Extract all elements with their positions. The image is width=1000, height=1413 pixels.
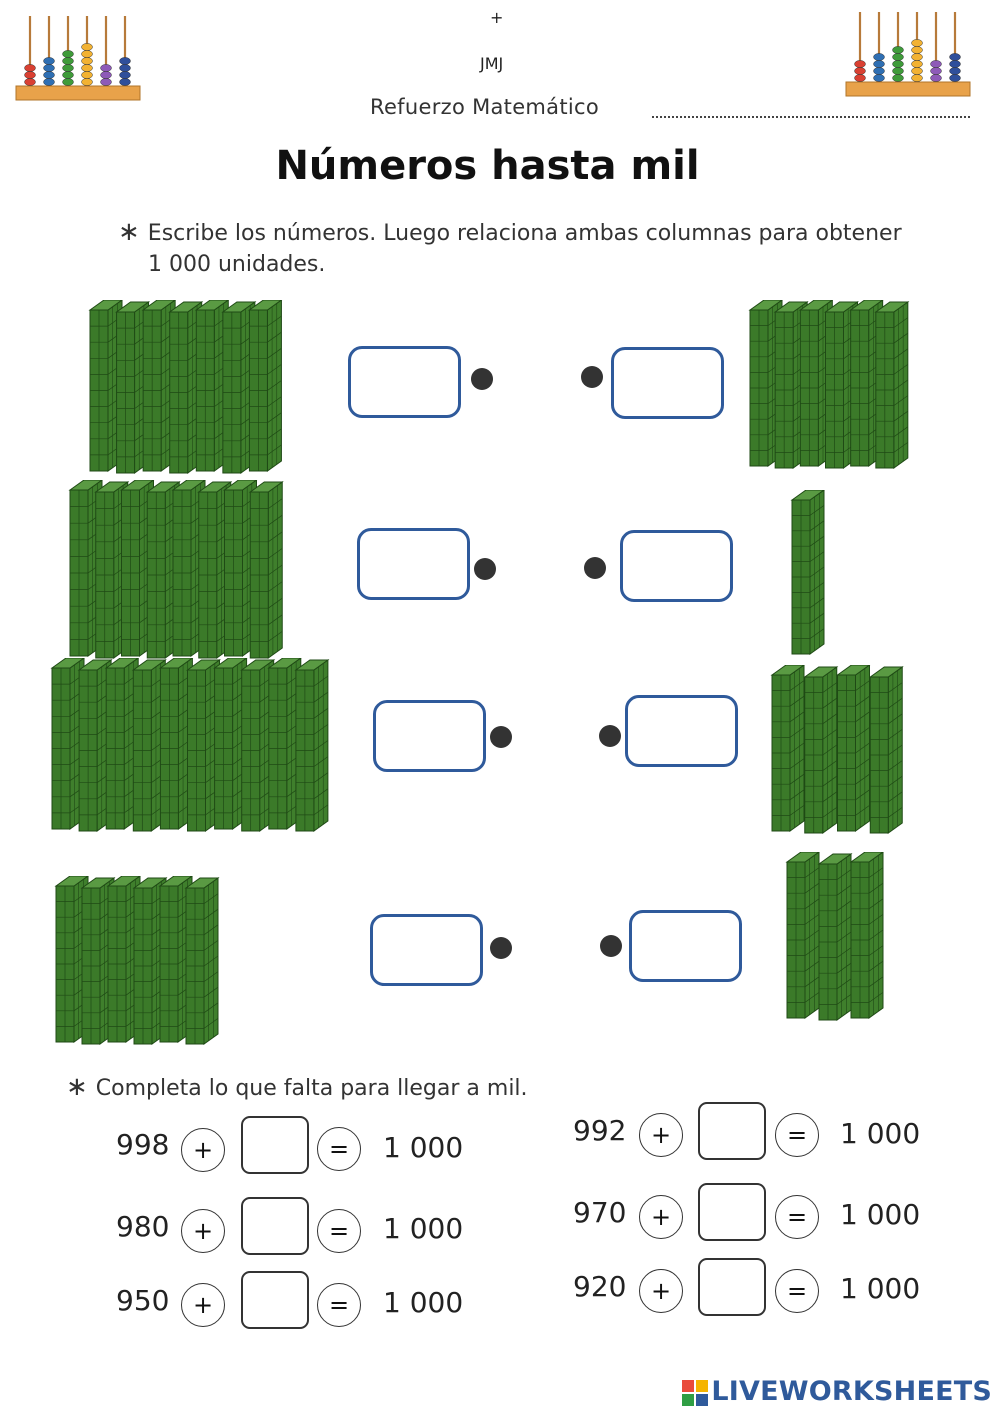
hundred-flat <box>868 666 904 834</box>
asterisk-icon: ∗ <box>118 217 140 247</box>
instruction-1-line1: Escribe los números. Luego relaciona amb… <box>147 221 902 246</box>
header-initials: JMJ <box>480 54 504 73</box>
plus-sign: + <box>181 1209 225 1253</box>
equation-number: 950 <box>116 1284 170 1317</box>
hundred-flat <box>294 659 330 832</box>
equals-sign: = <box>317 1127 361 1171</box>
hundreds-blocks-right-4 <box>785 852 884 1021</box>
equals-sign: = <box>317 1209 361 1253</box>
missing-number-box[interactable] <box>241 1116 309 1174</box>
header-cross: + <box>490 8 504 27</box>
match-dot-right-2[interactable] <box>584 557 606 579</box>
plus-sign: + <box>181 1128 225 1172</box>
answer-box-right-2[interactable] <box>620 530 733 602</box>
name-write-line[interactable] <box>652 114 970 118</box>
equation-number: 998 <box>116 1128 170 1161</box>
answer-box-right-1[interactable] <box>611 347 724 419</box>
answer-box-left-4[interactable] <box>370 914 483 986</box>
plus-sign: + <box>639 1195 683 1239</box>
hundred-flat <box>158 876 193 1043</box>
match-dot-left-1[interactable] <box>471 368 493 390</box>
match-dot-left-3[interactable] <box>490 726 512 748</box>
hundred-flat <box>874 301 910 469</box>
instruction-2-text: Completa lo que falta para llegar a mil. <box>95 1076 528 1101</box>
equation-number: 992 <box>573 1114 627 1147</box>
hundred-flat <box>849 852 884 1019</box>
equals-sign: = <box>775 1195 819 1239</box>
plus-sign: + <box>639 1269 683 1313</box>
equation-result: 1 000 <box>383 1131 464 1164</box>
missing-number-box[interactable] <box>698 1258 766 1316</box>
footer-brand-text: LIVEWORKSHEETS <box>711 1376 992 1407</box>
header-subtitle: Refuerzo Matemático <box>370 95 599 119</box>
asterisk-icon: ∗ <box>66 1072 88 1102</box>
match-dot-left-2[interactable] <box>474 558 496 580</box>
plus-sign: + <box>639 1113 683 1157</box>
missing-number-box[interactable] <box>241 1271 309 1329</box>
answer-box-right-3[interactable] <box>625 695 738 767</box>
instruction-1: ∗ Escribe los números. Luego relaciona am… <box>118 217 948 280</box>
equation-number: 970 <box>573 1196 627 1229</box>
equals-sign: = <box>317 1283 361 1327</box>
equation-result: 1 000 <box>383 1212 464 1245</box>
match-dot-right-4[interactable] <box>600 935 622 957</box>
match-dot-left-4[interactable] <box>490 937 512 959</box>
equation-result: 1 000 <box>383 1286 464 1319</box>
equation-result: 1 000 <box>840 1117 921 1150</box>
hundreds-blocks-left-4 <box>54 876 220 1045</box>
hundred-flat <box>835 665 871 832</box>
equals-sign: = <box>775 1113 819 1157</box>
equals-sign: = <box>775 1269 819 1313</box>
abacus-left-icon <box>15 16 141 101</box>
answer-box-right-4[interactable] <box>629 910 742 982</box>
match-dot-right-3[interactable] <box>599 725 621 747</box>
answer-box-left-2[interactable] <box>357 528 470 600</box>
equation-number: 920 <box>573 1270 627 1303</box>
equation-result: 1 000 <box>840 1198 921 1231</box>
hundreds-blocks-right-2 <box>790 490 825 655</box>
liveworksheets-logo-icon <box>682 1379 709 1406</box>
equation-number: 980 <box>116 1210 170 1243</box>
abacus-right-icon <box>845 12 971 97</box>
missing-number-box[interactable] <box>241 1197 309 1255</box>
instruction-1-line2: 1 000 unidades. <box>148 252 326 277</box>
hundreds-blocks-left-3 <box>50 658 330 832</box>
instruction-2: ∗ Completa lo que falta para llegar a mil… <box>66 1072 528 1104</box>
hundreds-blocks-left-1 <box>88 300 283 474</box>
hundred-flat <box>817 853 853 1021</box>
hundred-flat <box>248 481 284 659</box>
plus-sign: + <box>181 1283 225 1327</box>
hundreds-blocks-right-3 <box>770 665 904 834</box>
hundred-flat <box>247 300 283 472</box>
missing-number-box[interactable] <box>698 1102 766 1160</box>
match-dot-right-1[interactable] <box>581 366 603 388</box>
hundred-flat <box>785 852 820 1019</box>
hundred-flat <box>770 665 805 832</box>
missing-number-box[interactable] <box>698 1183 766 1241</box>
footer-brand: LIVEWORKSHEETS <box>682 1376 992 1407</box>
hundreds-blocks-right-1 <box>748 300 910 469</box>
hundreds-blocks-left-2 <box>68 480 284 659</box>
equation-result: 1 000 <box>840 1272 921 1305</box>
answer-box-left-1[interactable] <box>348 346 461 418</box>
answer-box-left-3[interactable] <box>373 700 486 772</box>
hundred-flat <box>184 877 220 1045</box>
hundred-flat <box>803 666 839 834</box>
page-title: Números hasta mil <box>275 143 700 189</box>
hundred-flat <box>790 490 825 655</box>
